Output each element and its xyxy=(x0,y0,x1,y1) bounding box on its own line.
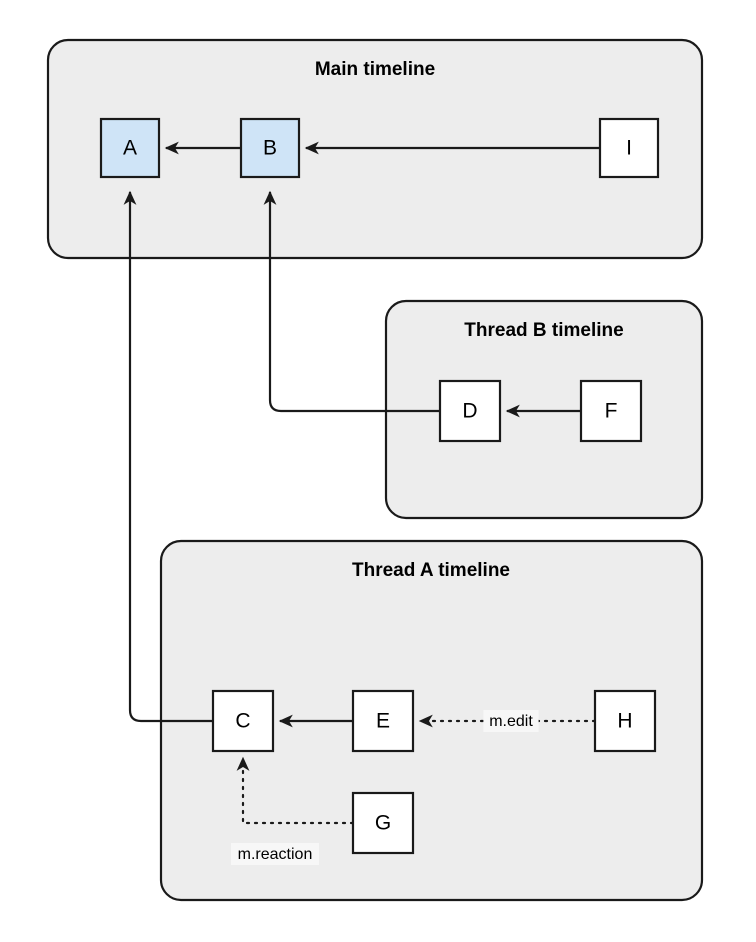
node-label-c: C xyxy=(235,710,250,733)
event-nodes: A B I D F C E H G xyxy=(99,117,660,855)
group-title-thread-a: Thread A timeline xyxy=(352,560,510,581)
group-title-main: Main timeline xyxy=(315,59,435,80)
event-node-i[interactable]: I xyxy=(598,117,660,179)
edge-d-to-b xyxy=(263,190,440,413)
edge-labels: m.edit m.reaction xyxy=(231,710,539,865)
node-box-h[interactable] xyxy=(593,689,657,753)
event-node-c[interactable]: C xyxy=(211,689,275,753)
edge-c-to-a xyxy=(123,190,213,723)
node-box-f[interactable] xyxy=(579,379,643,443)
node-label-b: B xyxy=(263,137,277,160)
node-label-a: A xyxy=(123,137,137,160)
node-label-i: I xyxy=(626,137,632,160)
timeline-group-thread-b: Thread B timeline xyxy=(384,299,704,520)
event-node-g[interactable]: G xyxy=(351,791,415,855)
node-label-h: H xyxy=(617,710,632,733)
node-box-g[interactable] xyxy=(351,791,415,855)
edge-g-to-c xyxy=(236,756,355,825)
group-title-thread-b: Thread B timeline xyxy=(464,320,623,341)
node-box-d[interactable] xyxy=(438,379,502,443)
node-box-i[interactable] xyxy=(598,117,660,179)
node-label-f: F xyxy=(605,400,618,423)
edge-label-bg-h-e xyxy=(483,710,539,732)
node-label-e: E xyxy=(376,710,390,733)
event-node-a[interactable]: A xyxy=(99,117,161,179)
node-label-g: G xyxy=(375,812,391,835)
group-container-thread-b xyxy=(384,299,704,520)
node-box-b[interactable] xyxy=(239,117,301,179)
edge-label-g-c: m.reaction xyxy=(238,846,313,863)
event-node-b[interactable]: B xyxy=(239,117,301,179)
edge-label-bg-g-c xyxy=(231,843,319,865)
node-box-a[interactable] xyxy=(99,117,161,179)
edge-label-h-e: m.edit xyxy=(489,713,533,730)
node-label-d: D xyxy=(462,400,477,423)
node-box-e[interactable] xyxy=(351,689,415,753)
event-node-f[interactable]: F xyxy=(579,379,643,443)
event-node-e[interactable]: E xyxy=(351,689,415,753)
event-node-h[interactable]: H xyxy=(593,689,657,753)
event-node-d[interactable]: D xyxy=(438,379,502,443)
node-box-c[interactable] xyxy=(211,689,275,753)
